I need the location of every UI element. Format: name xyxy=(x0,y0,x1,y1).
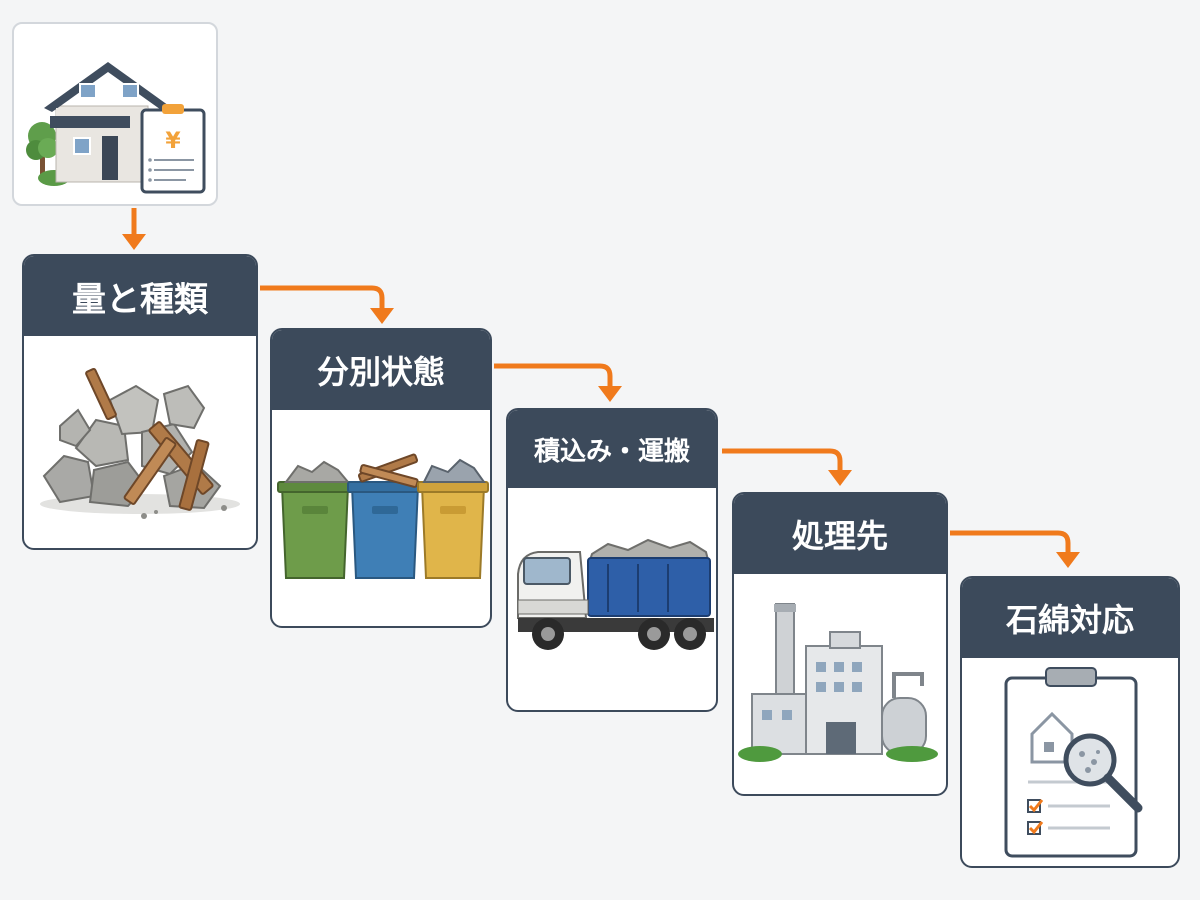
step-title-4: 処理先 xyxy=(791,517,888,555)
arrow-start-to-step1-head xyxy=(122,234,146,250)
step-title-1: 量と種類 xyxy=(72,279,208,320)
arrow-step3-to-step4-head xyxy=(828,470,852,486)
step-header-5: 石綿対応 xyxy=(962,578,1178,658)
price-symbol: ¥ xyxy=(165,129,181,154)
arrow-step2-to-step3 xyxy=(494,363,613,390)
house-estimate-icon: ¥ xyxy=(26,62,206,194)
step-card-2: 分別状態 xyxy=(270,328,492,628)
step-title-5: 石綿対応 xyxy=(1005,601,1134,639)
step-card-1: 量と種類 xyxy=(22,254,258,550)
step-header-4: 処理先 xyxy=(734,494,946,574)
arrow-step1-to-step2 xyxy=(260,285,385,312)
sorted-bins-icon xyxy=(272,410,490,626)
rubble-pile-icon xyxy=(24,336,256,548)
asbestos-checklist-icon xyxy=(962,658,1178,866)
step-title-2: 分別状態 xyxy=(316,353,445,391)
step-header-3: 積込み・運搬 xyxy=(508,410,716,488)
step-card-4: 処理先 xyxy=(732,492,948,796)
step-card-3: 積込み・運搬 xyxy=(506,408,718,712)
start-house-estimate-card: ¥ xyxy=(12,22,218,206)
arrow-step1-to-step2-head xyxy=(370,308,394,324)
arrow-step3-to-step4 xyxy=(722,448,843,474)
dump-truck-icon xyxy=(508,488,716,710)
step-header-1: 量と種類 xyxy=(24,256,256,336)
step-card-5: 石綿対応 xyxy=(960,576,1180,868)
step-header-2: 分別状態 xyxy=(272,330,490,410)
arrow-step2-to-step3-head xyxy=(598,386,622,402)
arrow-step4-to-step5 xyxy=(950,530,1071,556)
factory-icon xyxy=(734,574,946,794)
step-title-3: 積込み・運搬 xyxy=(533,436,690,467)
arrow-step4-to-step5-head xyxy=(1056,552,1080,568)
